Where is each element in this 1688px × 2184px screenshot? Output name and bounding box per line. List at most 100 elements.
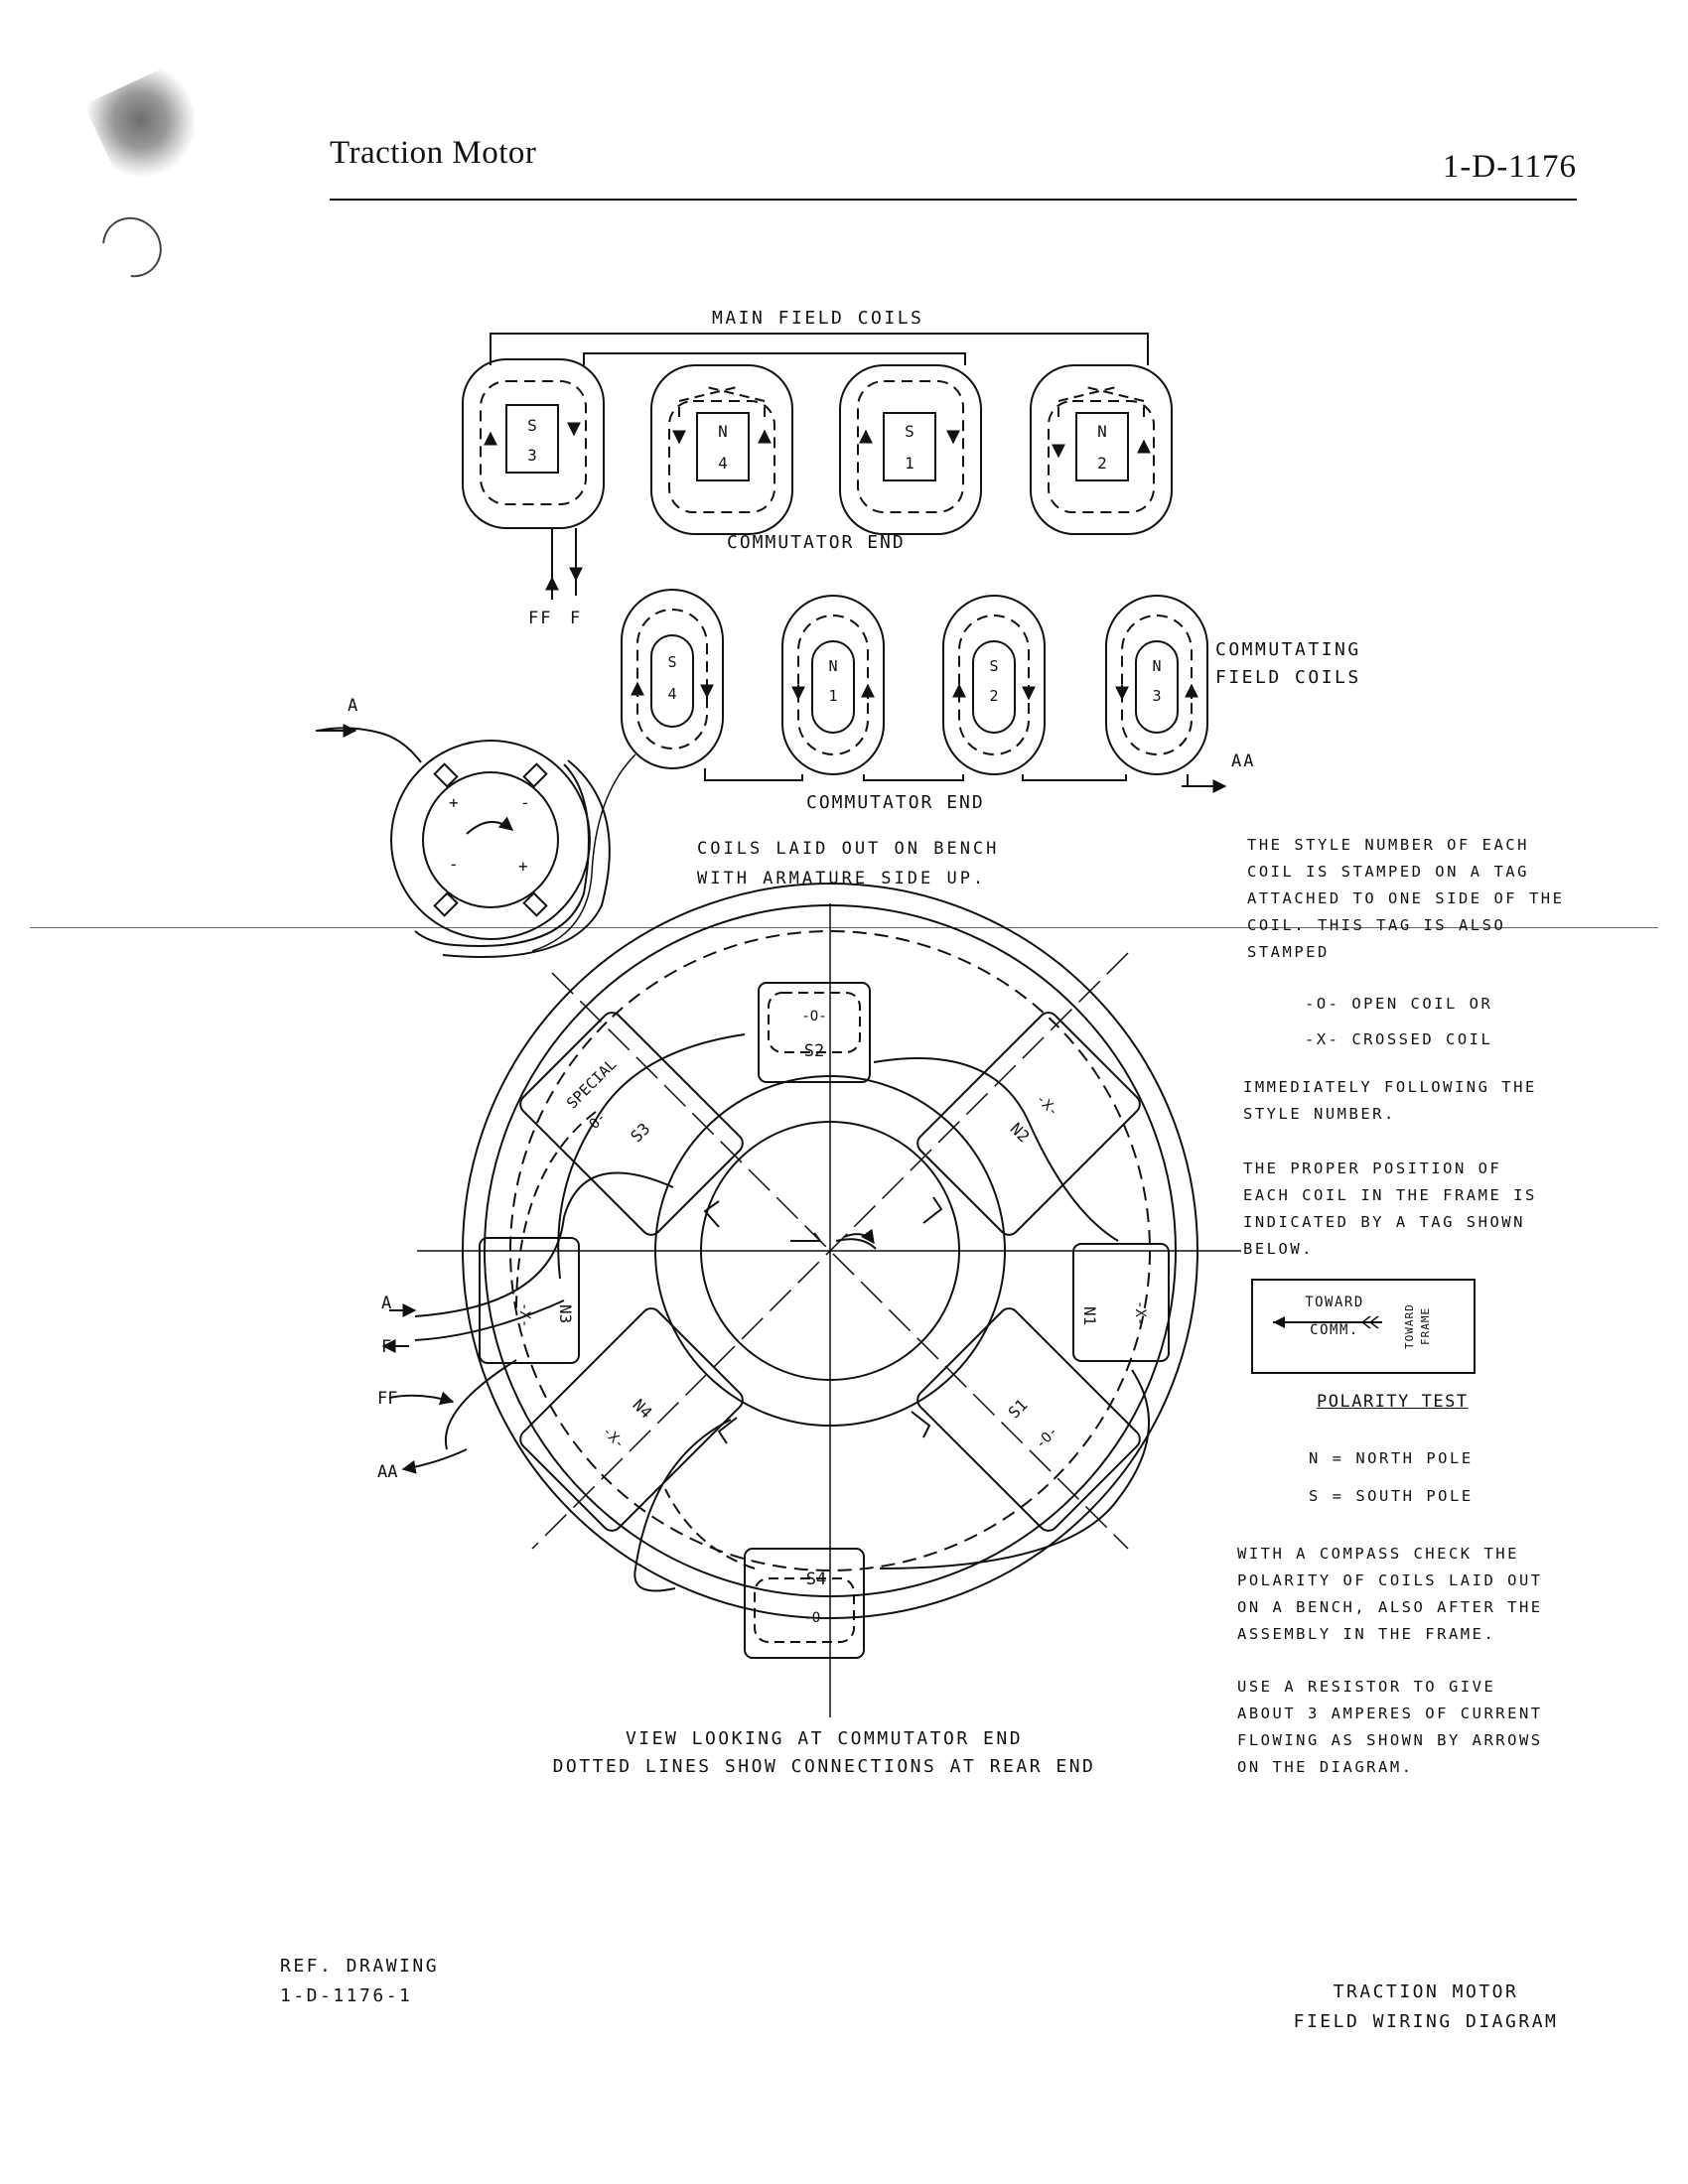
frame-wire-1 — [414, 1171, 674, 1317]
frame-coil-s2-label: S2 — [804, 1041, 824, 1061]
frame-terminal-aa: AA — [377, 1462, 397, 1482]
bench-note: COILS LAID OUT ON BENCH WITH ARMATURE SI… — [697, 839, 1000, 888]
frame-coil-s4-label: S4 — [806, 1570, 826, 1589]
main-coil-s1-letter: S — [905, 422, 914, 441]
armature-plus-1: + — [449, 793, 459, 812]
frame-wire-7 — [515, 1111, 597, 1311]
frame-wire-3 — [873, 1057, 1119, 1242]
main-field-end-label: COMMUTATOR END — [727, 532, 906, 553]
south-pole-legend: S = SOUTH POLE — [1309, 1487, 1474, 1505]
comm-coil-n3: N 3 — [1105, 595, 1208, 775]
frame-terminal-ff: FF — [377, 1389, 397, 1409]
frame-coil-n2-mark: -X- — [1033, 1091, 1061, 1120]
frame-coil-n4-mark: -X- — [599, 1424, 628, 1452]
main-coil-n2: N 2 — [1030, 364, 1173, 535]
terminal-ff-label: FF — [528, 609, 552, 628]
frame-diagonal-1 — [551, 972, 1129, 1550]
open-coil-legend: -O- OPEN COIL OR — [1305, 995, 1493, 1013]
main-coil-s3-number: 3 — [527, 446, 537, 465]
terminal-f-label: F — [570, 609, 580, 628]
comm-coil-s4-number: 4 — [667, 685, 676, 703]
frame-coil-n4-label: N4 — [629, 1396, 655, 1423]
following-note: IMMEDIATELY FOLLOWING THE STYLE NUMBER. — [1243, 1078, 1537, 1123]
frame-wire-2 — [414, 1033, 746, 1341]
page-fold-line — [30, 927, 1658, 928]
north-pole-legend: N = NORTH POLE — [1309, 1449, 1474, 1467]
armature-plus-2: + — [518, 857, 528, 876]
coil-position-tag: TOWARD COMM. TOWARD FRAME — [1251, 1279, 1476, 1374]
comm-coil-n1: N 1 — [781, 595, 885, 775]
main-coil-s1-number: 1 — [905, 454, 914, 473]
comm-coil-s2: S 2 — [942, 595, 1046, 775]
comm-field-title: COMMUTATING FIELD COILS — [1215, 639, 1374, 688]
comm-coil-n3-number: 3 — [1152, 687, 1161, 705]
frame-coil-n3-mark: -X- — [516, 1302, 532, 1327]
armature-top: + - - + — [316, 724, 636, 958]
frame-view: -O- S2 S4 -O- N1 -X- -X- N3 SPECIAL -O- … — [381, 883, 1241, 1717]
frame-coil-s1-label: S1 — [1005, 1396, 1032, 1423]
tag-toward-comm: TOWARD COMM. — [1305, 1295, 1364, 1338]
main-field-title: MAIN FIELD COILS — [712, 308, 923, 329]
main-coil-s3-letter: S — [527, 416, 537, 435]
main-coil-n4-number: 4 — [718, 454, 728, 473]
main-coil-s1: S 1 — [839, 364, 982, 535]
frame-diagonal-2 — [531, 952, 1129, 1550]
armature-minus-1: - — [520, 793, 530, 812]
frame-view-caption: VIEW LOOKING AT COMMUTATOR END DOTTED LI… — [552, 1728, 1096, 1777]
tag-arrow-icon — [1273, 1315, 1382, 1329]
brush-holder-ll — [717, 1417, 738, 1444]
polarity-test-title: POLARITY TEST — [1317, 1392, 1469, 1412]
frame-coil-s2-mark: -O- — [801, 1009, 826, 1024]
comm-coil-n1-number: 1 — [828, 687, 837, 705]
frame-coil-s3: SPECIAL -O- S3 — [519, 1012, 744, 1236]
frame-coil-s3-label: S3 — [627, 1119, 653, 1146]
frame-wire-5 — [879, 1369, 1150, 1570]
comm-coil-s4-letter: S — [667, 653, 676, 671]
crossed-coil-legend: -X- CROSSED COIL — [1305, 1030, 1493, 1048]
frame-coil-s4: S4 -O- — [744, 1548, 865, 1659]
frame-coil-n1-label: N1 — [1080, 1306, 1099, 1325]
frame-coil-s2: -O- S2 — [758, 982, 871, 1083]
position-note: THE PROPER POSITION OF EACH COIL IN THE … — [1243, 1160, 1537, 1258]
comm-field-bus — [704, 768, 1223, 787]
frame-terminal-f: F — [381, 1337, 391, 1357]
resistor-note: USE A RESISTOR TO GIVE ABOUT 3 AMPERES O… — [1237, 1678, 1543, 1776]
frame-wire-4 — [444, 1359, 732, 1592]
style-number-note: THE STYLE NUMBER OF EACH COIL IS STAMPED… — [1247, 836, 1565, 961]
main-coil-s3: S 3 — [462, 358, 605, 529]
comm-field-title-line2: FIELD COILS — [1215, 667, 1361, 688]
main-field-leads — [551, 528, 577, 596]
frame-coil-s1-mark: -O- — [1033, 1424, 1061, 1452]
comm-coil-n3-letter: N — [1152, 657, 1161, 675]
main-coil-n2-letter: N — [1097, 422, 1107, 441]
main-coil-n2-number: 2 — [1097, 454, 1107, 473]
footer-title: TRACTION MOTOR FIELD WIRING DIAGRAM — [1293, 1981, 1559, 2032]
reference-drawing: REF. DRAWING 1-D-1176-1 — [280, 1956, 440, 2006]
frame-terminal-a: A — [381, 1294, 391, 1313]
frame-coil-n3: -X- N3 — [479, 1237, 580, 1364]
armature-terminal-a: A — [348, 696, 357, 716]
tag-toward-frame: TOWARD FRAME — [1403, 1303, 1432, 1349]
comm-coil-n1-letter: N — [828, 657, 837, 675]
header-rule — [330, 199, 1577, 201]
page-title: Traction Motor — [330, 135, 537, 171]
frame-coil-n1-mark: -X- — [1132, 1300, 1148, 1325]
main-coil-n4: N 4 — [650, 364, 793, 535]
compass-note: WITH A COMPASS CHECK THE POLARITY OF COI… — [1237, 1545, 1543, 1643]
main-field-top-bus — [490, 333, 1149, 365]
frame-coil-s4-mark: -O- — [803, 1610, 828, 1626]
frame-coil-n3-label: N3 — [556, 1304, 575, 1323]
drawing-number: 1-D-1176 — [1442, 149, 1577, 185]
brush-holder-ur — [922, 1196, 943, 1224]
main-coil-n4-letter: N — [718, 422, 728, 441]
armature-minus-2: - — [449, 855, 459, 874]
frame-coil-n1: N1 -X- — [1072, 1243, 1170, 1362]
comm-coil-s4: S 4 — [621, 589, 724, 769]
frame-wire-6 — [664, 1488, 756, 1570]
frame-coil-n4: N4 -X- — [519, 1307, 744, 1532]
terminal-aa-label: AA — [1231, 751, 1255, 771]
comm-coil-s2-letter: S — [989, 657, 998, 675]
comm-field-title-line1: COMMUTATING — [1215, 639, 1361, 660]
brush-holder-ul — [703, 1200, 720, 1228]
comm-field-end-label: COMMUTATOR END — [806, 792, 985, 813]
